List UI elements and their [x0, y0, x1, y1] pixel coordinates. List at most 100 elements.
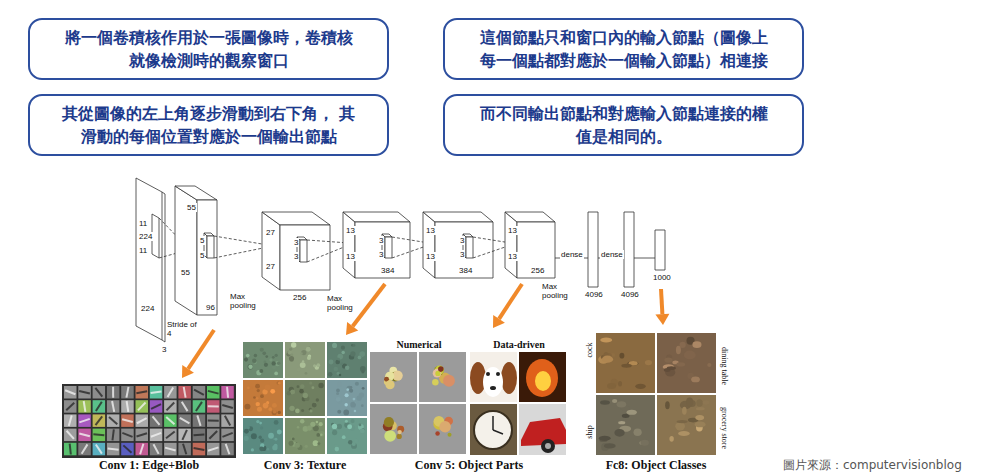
channel-count: 384	[458, 266, 473, 275]
filter-cell	[107, 414, 120, 427]
channel-count: 3	[161, 345, 167, 354]
feature-size: 13	[345, 226, 356, 235]
class-blob	[604, 443, 616, 448]
class-blob	[619, 353, 624, 359]
texture-dot	[289, 348, 292, 351]
texture-dot	[289, 356, 294, 361]
class-blob	[645, 360, 652, 365]
texture-dot	[307, 356, 311, 360]
filter-stripe	[82, 444, 88, 453]
texture-dot	[300, 362, 306, 368]
texture-dot	[334, 367, 338, 371]
layer-side-face	[262, 212, 280, 290]
kernel-front	[466, 237, 473, 258]
texture-dot	[345, 393, 349, 397]
figure-caption: Conv 1: Edge+Blob	[99, 459, 199, 472]
texture-dot	[297, 385, 300, 388]
filter-grid-ground	[62, 384, 236, 458]
filter-cell	[78, 429, 91, 442]
class-blob	[676, 362, 685, 366]
texture-dot	[252, 358, 256, 362]
texture-dot	[343, 410, 349, 416]
filter-cell	[164, 386, 177, 399]
class-blob	[675, 422, 685, 430]
car-tile	[519, 404, 566, 455]
filter-stripe	[227, 387, 228, 398]
filter-cell	[178, 386, 191, 399]
texture-dot	[277, 381, 281, 385]
filter-cell	[93, 429, 106, 442]
texture-dot	[344, 403, 347, 406]
numerical-blob	[397, 434, 402, 439]
dog-eye	[486, 372, 490, 376]
feature-size: 55	[180, 268, 191, 277]
texture-tile	[285, 418, 325, 454]
texture-dot	[347, 424, 352, 429]
filter-stripe	[183, 444, 186, 454]
texture-dot	[351, 419, 355, 423]
filter-cell	[207, 414, 220, 427]
texture-dot	[251, 448, 254, 451]
filter-stripe	[93, 434, 104, 435]
filter-stripe	[182, 430, 187, 440]
class-name: dining table	[720, 347, 729, 385]
texture-dot	[272, 365, 276, 369]
texture-dot	[337, 358, 340, 361]
layer-front-face	[435, 222, 493, 278]
texture-dot	[257, 407, 262, 412]
numerical-blob	[448, 433, 452, 437]
class-blob	[696, 407, 705, 410]
filter-stripe	[168, 388, 174, 397]
filter-cell	[164, 400, 177, 413]
texture-dot	[332, 424, 337, 429]
texture-dot	[299, 389, 304, 394]
pooling-note: Max pooling	[229, 292, 265, 310]
class-blob	[684, 351, 696, 360]
feature-size: 27	[265, 228, 276, 237]
filter-cell	[221, 386, 234, 399]
class-name: grocery store	[720, 407, 729, 449]
feature-size: 55	[186, 203, 197, 212]
filter-stripe	[194, 448, 205, 450]
texture-dot	[318, 383, 323, 388]
feature-size: 13	[425, 226, 436, 235]
filter-stripe	[69, 415, 72, 426]
filter-stripe	[184, 387, 186, 398]
filter-stripe	[112, 401, 114, 412]
texture-dot	[297, 367, 301, 371]
source-credit: 圖片來源：computervisionblog	[783, 458, 962, 472]
class-blob	[691, 376, 700, 382]
class-blob	[682, 407, 687, 415]
texture-dot	[289, 441, 294, 446]
texture-dot	[341, 346, 345, 350]
texture-dot	[362, 387, 365, 390]
channel-count: 256	[292, 293, 307, 302]
filter-cell	[207, 429, 220, 442]
unit-count: 1000	[652, 273, 672, 282]
texture-dot	[350, 402, 356, 408]
filter-cell	[178, 414, 191, 427]
texture-dot	[305, 445, 308, 448]
texture-dot	[264, 363, 268, 367]
filter-cell	[121, 400, 134, 413]
filter-cell	[64, 429, 77, 442]
texture-dot	[349, 389, 353, 393]
class-tile	[596, 395, 655, 455]
layer-side-face	[505, 212, 517, 278]
kernel-size: 11	[138, 219, 148, 228]
texture-dot	[272, 410, 277, 415]
texture-dot	[328, 372, 333, 377]
fire-flame	[526, 359, 558, 397]
class-blob	[612, 399, 617, 403]
texture-dot	[306, 347, 311, 352]
texture-tile	[285, 342, 325, 378]
texture-dot	[278, 382, 281, 385]
texture-dot	[332, 430, 337, 435]
filter-cell	[164, 414, 177, 427]
callout-text: 其從圖像的左上角逐步滑動到右下角， 其 滑動的每個位置對應於一個輸出節點	[59, 102, 359, 148]
texture-dot	[260, 394, 264, 398]
network-wireframe	[136, 178, 665, 342]
orange-arrows	[182, 284, 669, 378]
dog-nose	[490, 386, 496, 390]
texture-dot	[274, 420, 279, 425]
